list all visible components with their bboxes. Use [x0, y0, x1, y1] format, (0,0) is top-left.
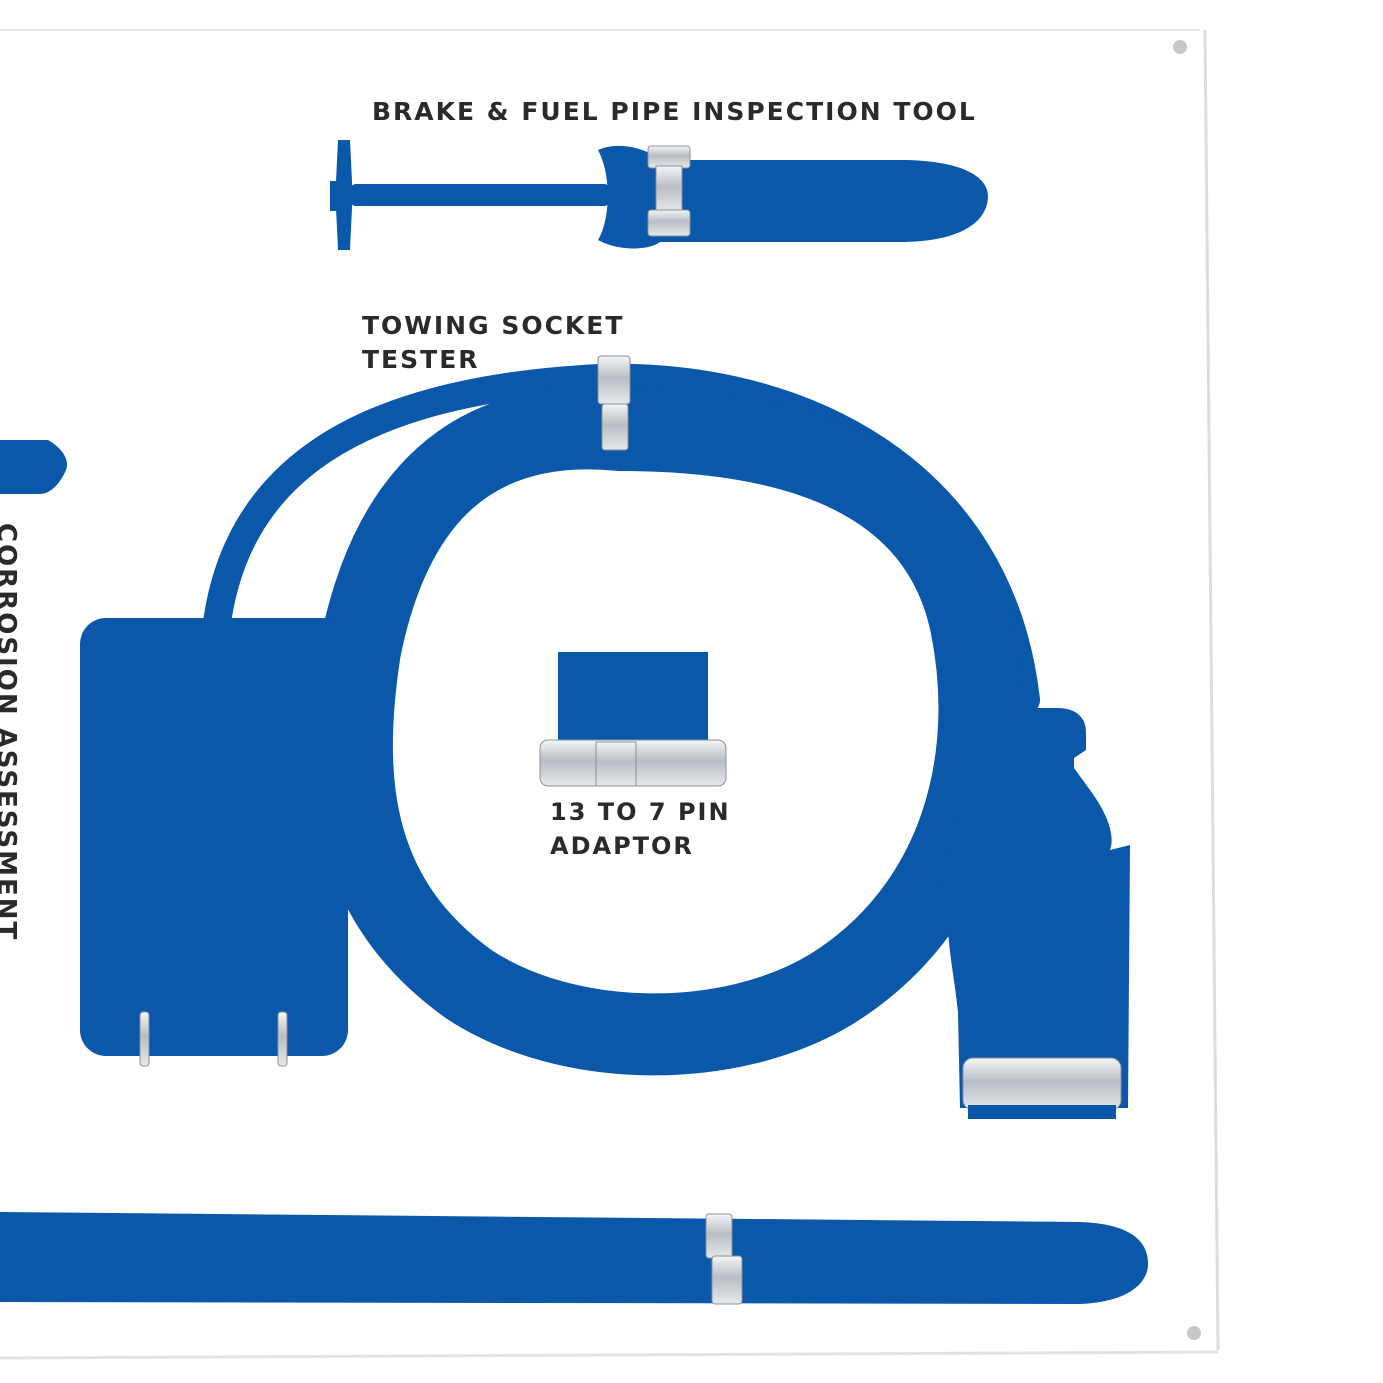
adaptor-shadow: [539, 652, 727, 787]
tool-peg-icon: [139, 1011, 288, 1067]
board-right-edge: [1203, 29, 1220, 1351]
screw-hole-icon: [1173, 40, 1187, 54]
label-towing-line1: TOWING SOCKET: [362, 311, 624, 340]
inspection-tool-shadow: [330, 140, 988, 250]
tool-clip-icon: [647, 145, 691, 237]
label-brake-fuel-tool: BRAKE & FUEL PIPE INSPECTION TOOL: [372, 97, 977, 126]
label-adaptor-line1: 13 TO 7 PIN: [550, 798, 731, 826]
corrosion-tool-shadow: [0, 440, 68, 494]
label-corrosion-partial: CORROSION ASSESSMENT: [0, 523, 21, 941]
label-towing-line2: TESTER: [362, 345, 480, 374]
towing-tester-shadow: [80, 363, 1130, 1108]
bottom-tool-shadow: [0, 1212, 1148, 1304]
tool-clip-icon: [597, 355, 631, 451]
screw-hole-icon: [1187, 1326, 1201, 1340]
label-adaptor-line2: ADAPTOR: [550, 832, 694, 860]
tool-clip-icon: [705, 1213, 743, 1305]
tool-clip-icon: [962, 1057, 1122, 1119]
board-bottom-edge: [0, 1350, 1219, 1360]
